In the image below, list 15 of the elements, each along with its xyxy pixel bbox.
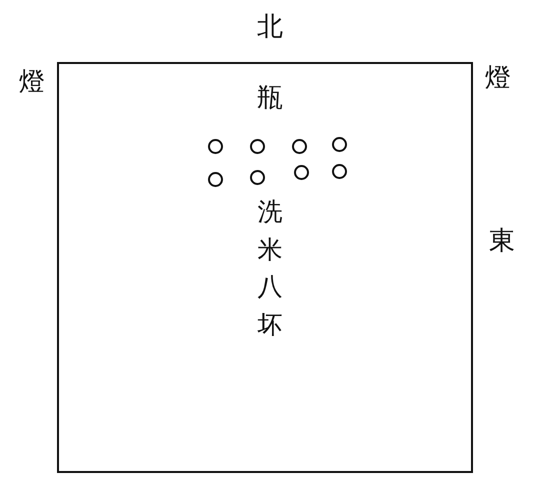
circle [294,164,308,180]
circle [208,138,222,154]
circle [332,164,346,178]
text-label: 北 [257,14,283,40]
circle [208,172,222,186]
vertical-text: 洗米八坏 [258,196,282,340]
square-frame [57,62,473,473]
circle [292,138,306,154]
circle [250,138,264,154]
text-label: 燈 [485,65,511,91]
text-label: 燈 [19,69,45,95]
circle [250,170,264,184]
text-label: 瓶 [257,85,283,111]
circle [332,136,346,152]
text-label: 東 [489,228,515,254]
